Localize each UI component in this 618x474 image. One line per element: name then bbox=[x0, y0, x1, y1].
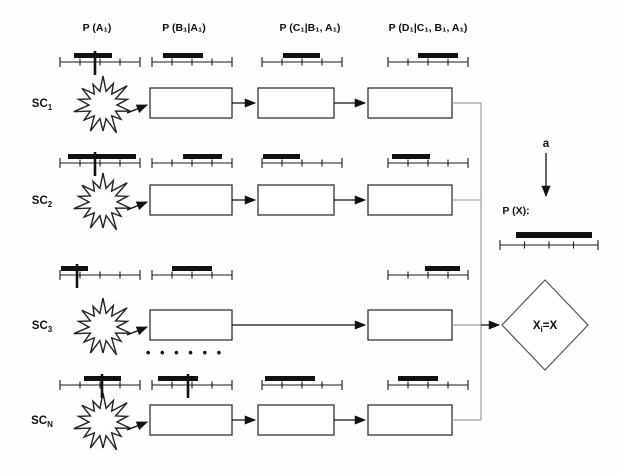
row-label-sc4: SCN bbox=[31, 415, 53, 429]
process-box bbox=[149, 309, 233, 341]
diamond-label-pre: X bbox=[533, 320, 541, 332]
process-box bbox=[149, 87, 233, 119]
distribution-bar bbox=[68, 154, 136, 159]
distribution-bar bbox=[61, 266, 88, 271]
distribution-bar bbox=[418, 53, 458, 58]
starburst-icon-row4 bbox=[73, 392, 131, 451]
row-label-main: SC bbox=[32, 320, 48, 332]
process-box bbox=[367, 404, 453, 436]
row-label-main: SC bbox=[32, 195, 48, 207]
col-header-pa: P (A₁) bbox=[83, 22, 112, 34]
scenario-input-arrow bbox=[126, 326, 149, 336]
annotation-a-label: a bbox=[543, 138, 550, 150]
col-header-pb: P (B₁|A₁) bbox=[162, 22, 206, 34]
process-box bbox=[149, 184, 233, 216]
starburst-icon-row1 bbox=[73, 75, 131, 134]
row-label-sub: 1 bbox=[48, 103, 53, 112]
distribution-bar bbox=[163, 53, 203, 58]
distribution-bar bbox=[265, 376, 315, 381]
process-box bbox=[367, 184, 453, 216]
row-label-sub: N bbox=[47, 420, 53, 429]
distribution-bar bbox=[74, 53, 112, 58]
process-box bbox=[257, 184, 335, 216]
col-header-pc: P (C₁|B₁, A₁) bbox=[280, 22, 341, 34]
distribution-bar bbox=[392, 154, 430, 159]
distribution-bar bbox=[172, 266, 212, 271]
distribution-bar bbox=[283, 53, 320, 58]
diamond-label-sub: i bbox=[541, 325, 543, 334]
distribution-bar bbox=[263, 154, 300, 159]
process-box bbox=[257, 87, 335, 119]
starburst-icon-row2 bbox=[73, 172, 131, 231]
diamond-label-post: =X bbox=[543, 320, 558, 332]
row-label-main: SC bbox=[32, 98, 48, 110]
diamond-label: Xi=X bbox=[533, 320, 558, 334]
row-label-sub: 2 bbox=[48, 200, 53, 209]
col-header-pd: P (D₁|C₁, B₁, A₁) bbox=[389, 22, 468, 34]
process-box bbox=[257, 404, 335, 436]
decision-diamond bbox=[501, 279, 589, 371]
process-box bbox=[149, 404, 233, 436]
scenario-input-arrow bbox=[126, 421, 149, 431]
rows-ellipsis: • • • • • • bbox=[146, 345, 224, 360]
distribution-bar bbox=[158, 376, 198, 381]
px-distribution-bar bbox=[516, 232, 592, 238]
starburst-icon-row3 bbox=[73, 297, 131, 356]
process-box bbox=[367, 87, 453, 119]
row-label-sc2: SC2 bbox=[32, 195, 53, 209]
px-label: P (X): bbox=[502, 205, 529, 217]
row-label-main: SC bbox=[31, 415, 47, 427]
labels-layer: P (A₁) P (B₁|A₁) P (C₁|B₁, A₁) P (D₁|C₁,… bbox=[83, 22, 558, 360]
row-label-sc1: SC1 bbox=[32, 98, 53, 112]
scenario-input-arrow bbox=[126, 104, 149, 114]
distribution-bar bbox=[183, 154, 222, 159]
distribution-bar bbox=[425, 266, 460, 271]
row-label-sc3: SC3 bbox=[32, 320, 53, 334]
process-box bbox=[367, 309, 453, 341]
scenario-input-arrow bbox=[126, 201, 149, 211]
row-label-sub: 3 bbox=[48, 325, 53, 334]
distribution-bar bbox=[398, 376, 438, 381]
